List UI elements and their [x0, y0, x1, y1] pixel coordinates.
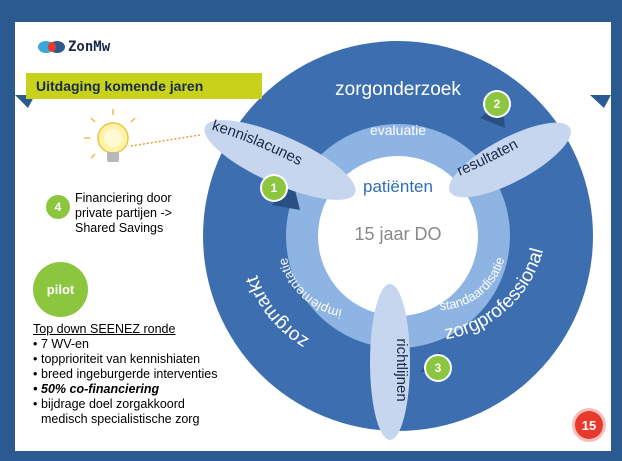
list-item: breed ingeburgerde interventies: [33, 367, 218, 382]
list-item: 50% co-financiering: [33, 382, 218, 397]
financing-line: Shared Savings: [75, 221, 164, 235]
ring-label-zorgonderzoek: zorgonderzoek: [335, 79, 461, 100]
badge-1: 1: [262, 176, 286, 200]
financing-line: private partijen ->: [75, 206, 172, 220]
frame-left: [0, 0, 15, 461]
list-item-continuation: medisch specialistische zorg: [41, 412, 200, 426]
center-sublabel: 15 jaar DO: [354, 224, 441, 244]
list-item: 7 WV-en: [33, 337, 218, 352]
frame-top: [0, 0, 622, 22]
financing-text: Financiering door private partijen -> Sh…: [75, 191, 172, 236]
oval-label-richtlijnen: richtlijnen: [393, 338, 410, 401]
list-item: bijdrage doel zorgakkoord: [33, 397, 218, 412]
logo-text: ZonMw: [68, 39, 111, 55]
badge-3: 3: [426, 356, 450, 380]
financing-line: Financiering door: [75, 191, 172, 205]
page-title: Uitdaging komende jaren: [36, 78, 204, 94]
frame-bottom: [0, 451, 622, 461]
seenez-list: 7 WV-en topprioriteit van kennishiaten b…: [33, 337, 218, 427]
oval-richtlijnen: [370, 284, 410, 440]
center-label: patiënten: [363, 177, 433, 196]
frame-right: [611, 0, 622, 461]
list-item: topprioriteit van kennishiaten: [33, 352, 218, 367]
center-circle: [318, 156, 478, 316]
lightbulb-connector: [130, 134, 201, 147]
pilot-badge: pilot: [33, 262, 88, 317]
logo: ZonMw: [68, 39, 110, 55]
oval-kennislacunes: [204, 120, 356, 200]
seenez-block: Top down SEENEZ ronde 7 WV-en toppriorit…: [33, 322, 218, 427]
title-bar: Uitdaging komende jaren: [26, 73, 262, 99]
badge-4: 4: [46, 195, 70, 219]
inner-label-evaluatie: evaluatie: [370, 122, 426, 138]
oval-resultaten: [449, 122, 571, 198]
zonmw-logo-icon: [38, 41, 65, 53]
stripe-marker-right: [590, 95, 611, 108]
lightbulb-icon: [84, 109, 136, 162]
page-number-badge: 15: [575, 411, 603, 439]
badge-2: 2: [485, 92, 509, 116]
seenez-title: Top down SEENEZ ronde: [33, 322, 176, 336]
